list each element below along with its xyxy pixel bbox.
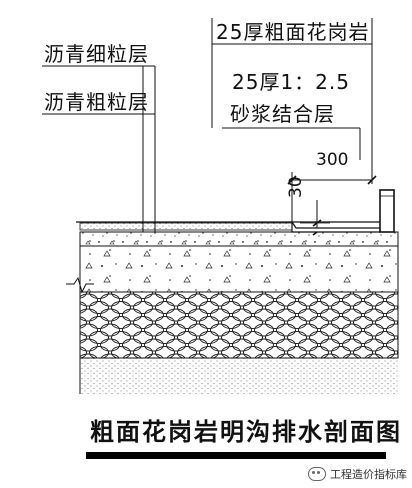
fine-asphalt-layer — [79, 222, 293, 231]
label-mortar-line2: 砂浆结合层 — [230, 102, 335, 126]
chat-bubble-icon — [308, 467, 326, 481]
title-underline — [86, 452, 386, 459]
drawing-title: 粗面花岗岩明沟排水剖面图 — [90, 418, 402, 446]
granite-channel-bottom — [291, 220, 381, 233]
dim-300-tick-right — [367, 175, 377, 185]
gravel-layer — [79, 291, 399, 359]
subgrade-layer — [80, 358, 398, 394]
dimension-width: 300 — [316, 150, 349, 170]
label-fine-asphalt: 沥青细粒层 — [44, 42, 149, 66]
coarse-asphalt-layer — [79, 231, 399, 247]
dim-300-tick-left — [287, 175, 297, 185]
base-layer — [79, 245, 399, 293]
label-granite: 25厚粗面花岗岩 — [216, 20, 370, 44]
watermark-text: 工程造价指标库 — [330, 468, 407, 481]
watermark: 工程造价指标库 — [308, 466, 407, 482]
label-coarse-asphalt: 沥青粗粒层 — [44, 90, 149, 114]
break-mark — [66, 276, 94, 294]
dimension-depth: 30 — [286, 176, 306, 198]
label-mortar-line1: 25厚1：2.5 — [232, 70, 350, 94]
